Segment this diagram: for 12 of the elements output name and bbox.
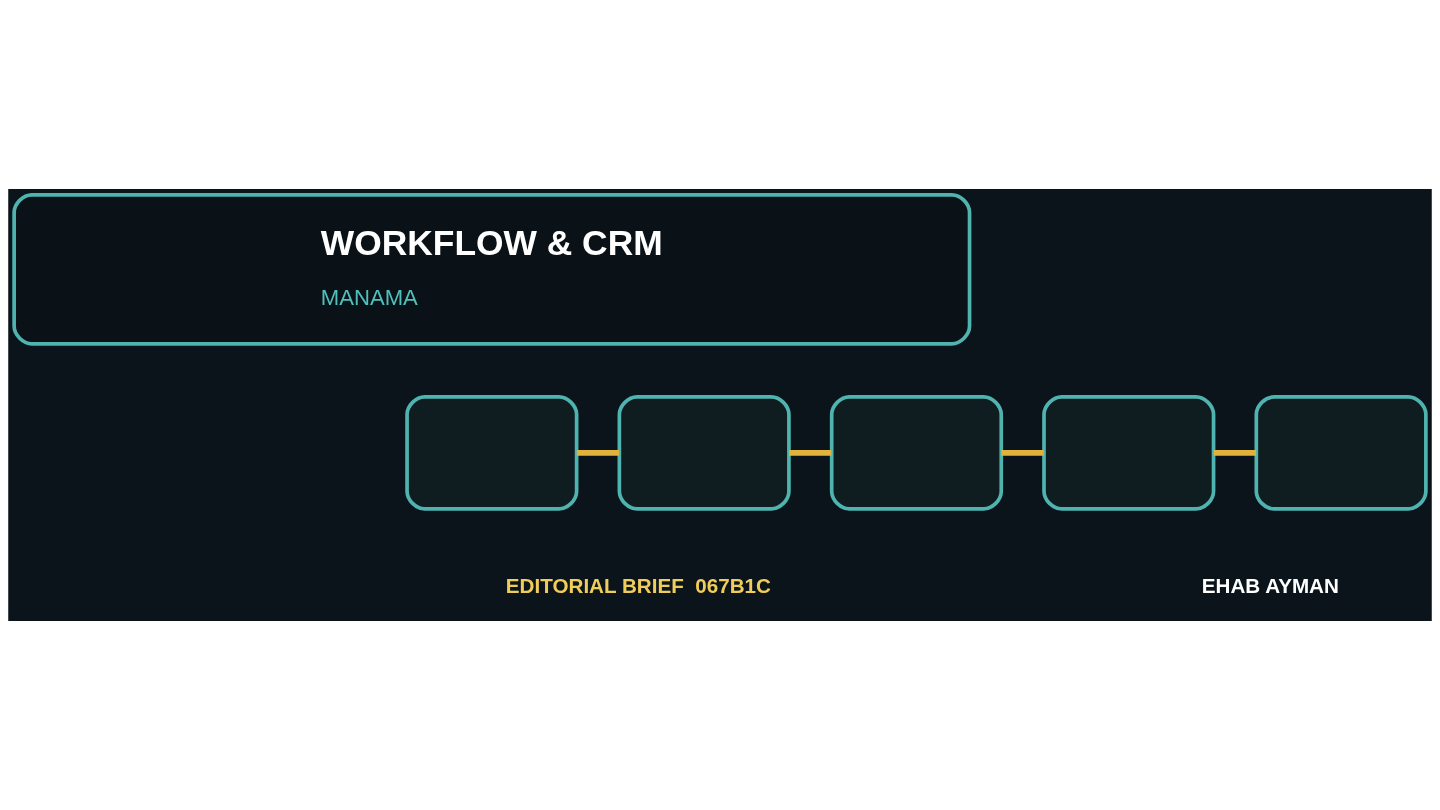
node-box <box>405 395 579 511</box>
label: EDITORIAL BRIEF 067B1C <box>505 573 771 597</box>
connector <box>1001 449 1044 456</box>
node-box <box>1042 395 1216 511</box>
node-box <box>617 395 791 511</box>
connector <box>1213 449 1257 456</box>
connector <box>789 449 832 456</box>
connector <box>576 449 620 456</box>
node-box <box>1254 395 1428 511</box>
node-box: WORKFLOW & CRM MANAMA <box>12 193 972 346</box>
label: EHAB AYMAN <box>1201 573 1339 597</box>
node-box <box>829 395 1004 511</box>
